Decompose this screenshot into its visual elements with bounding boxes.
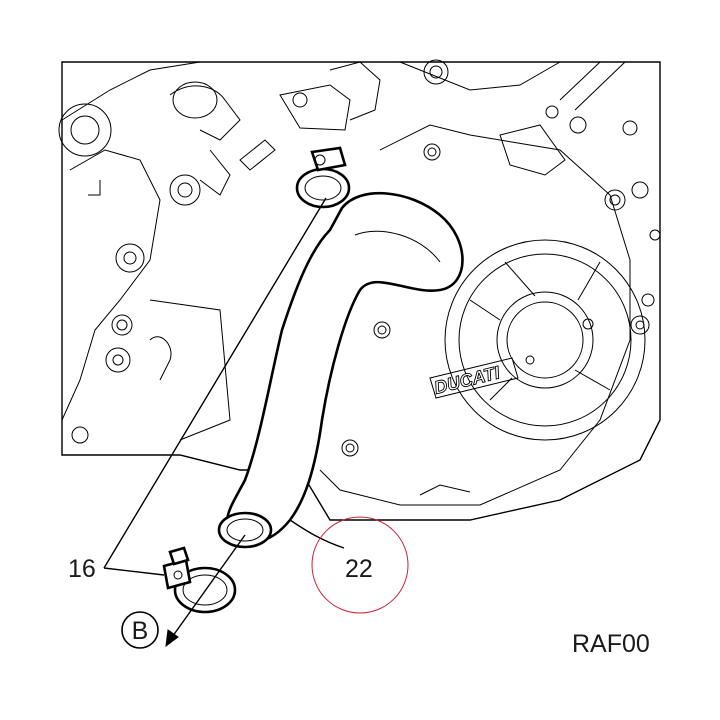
callout-22-leader — [289, 519, 345, 549]
coolant-hose — [217, 191, 464, 549]
engine-block-illustration: DUCATI — [58, 59, 661, 521]
upper-hose-clamp — [295, 146, 351, 209]
callout-16-leader — [103, 197, 327, 576]
direction-marker-circle — [121, 611, 159, 649]
direction-marker-label: B — [132, 617, 149, 645]
callout-22-label: 22 — [345, 555, 373, 583]
direction-arrow-head — [165, 629, 179, 648]
lower-hose-clamp — [162, 546, 237, 614]
figure-code: RAF00 — [572, 630, 650, 658]
callout-22-highlight-circle — [311, 516, 409, 614]
direction-arrow-line — [169, 534, 246, 641]
callout-16-label: 16 — [68, 555, 96, 583]
